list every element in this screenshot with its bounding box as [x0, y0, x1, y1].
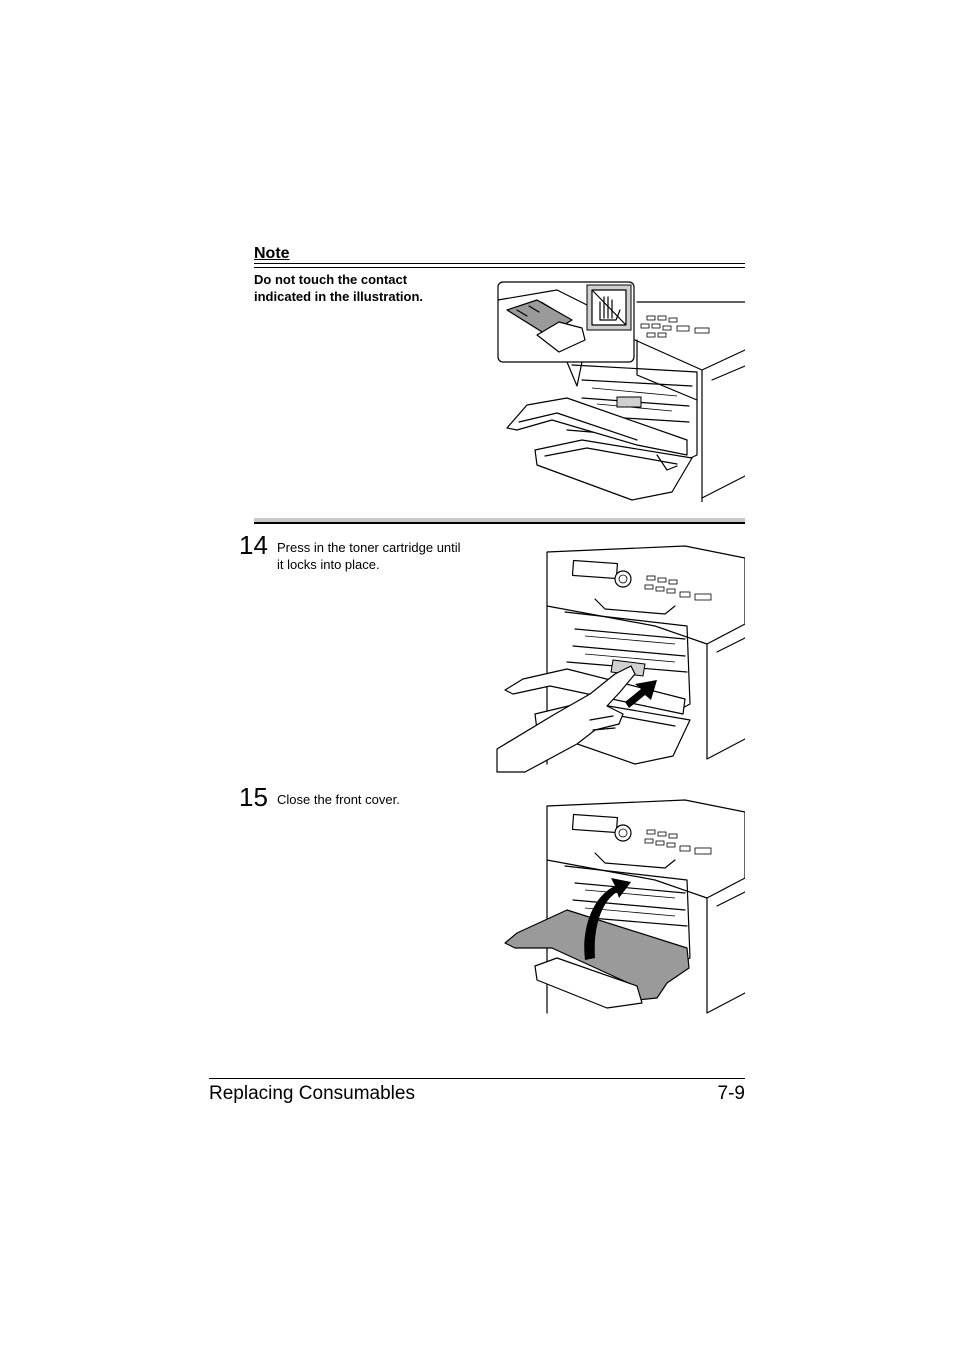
note-text-line-1: Do not touch the contact [254, 272, 408, 287]
printer-contact-illustration [497, 281, 745, 502]
note-text: Do not touch the contact indicated in th… [254, 271, 484, 305]
note-rule-top [254, 263, 745, 264]
section-separator-line [254, 522, 745, 524]
close-cover-illustration [504, 799, 745, 1014]
step-14-text: Press in the toner cartridge until it lo… [277, 539, 487, 573]
step-number-15: 15 [239, 782, 268, 812]
step-14-text-line-2: it locks into place. [277, 557, 380, 572]
section-separator [254, 518, 745, 522]
footer-rule [209, 1078, 745, 1079]
note-heading: Note [254, 245, 290, 262]
press-toner-illustration [496, 545, 745, 773]
footer-page-number: 7-9 [717, 1083, 745, 1104]
step-number-14: 14 [239, 530, 268, 560]
step-15-text-line-1: Close the front cover. [277, 792, 400, 807]
step-14-text-line-1: Press in the toner cartridge until [277, 540, 461, 555]
note-text-line-2: indicated in the illustration. [254, 289, 424, 304]
step-15-text: Close the front cover. [277, 791, 487, 808]
note-rule-bottom [254, 267, 745, 268]
footer-section-title: Replacing Consumables [209, 1083, 415, 1104]
